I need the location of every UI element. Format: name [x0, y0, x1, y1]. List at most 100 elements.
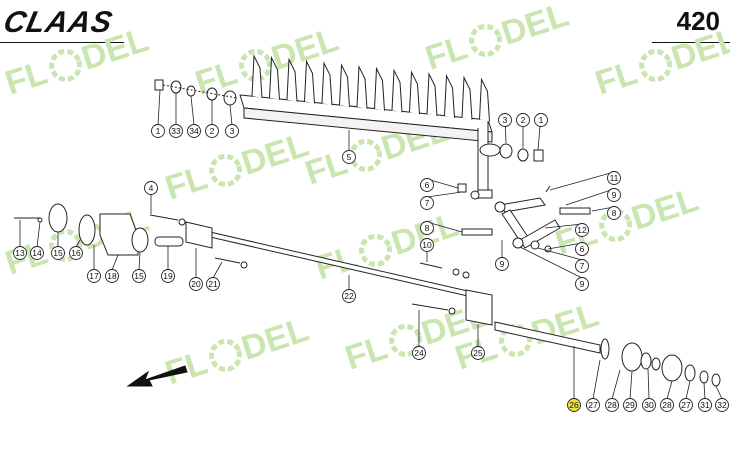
callout-number: 9 — [500, 259, 505, 269]
watermark-text-left: FL — [551, 214, 602, 263]
callout-number: 28 — [662, 400, 672, 410]
callout-leader — [666, 380, 673, 400]
callout-number: 15 — [53, 248, 63, 258]
tine — [461, 75, 473, 120]
callout-number: 29 — [625, 400, 635, 410]
callout-20: 20 — [189, 248, 203, 291]
callout-31: 31 — [698, 382, 712, 412]
watermark-text-right: DEL — [237, 126, 313, 183]
tine — [269, 55, 280, 100]
callout-number: 20 — [191, 279, 201, 289]
callout-3: 3 — [225, 104, 239, 138]
callout-leader — [544, 223, 583, 229]
callout-27: 27 — [679, 380, 693, 412]
callout-bubble — [534, 113, 548, 127]
callout-leader — [547, 242, 583, 250]
watermark-text-right: DEL — [237, 311, 313, 368]
callout-14: 14 — [30, 221, 44, 260]
callout-9: 9 — [565, 188, 621, 206]
callout-number: 6 — [425, 180, 430, 190]
callout-bubble — [51, 246, 65, 260]
callout-leader — [190, 95, 195, 126]
callout-2: 2 — [516, 113, 530, 148]
callout-17: 17 — [87, 245, 101, 283]
watermark-text-right: DEL — [627, 181, 703, 238]
callout-number: 33 — [171, 126, 181, 136]
callout-bubble — [412, 346, 426, 360]
callout-number: 32 — [717, 400, 727, 410]
callout-number: 34 — [189, 126, 199, 136]
callout-bubble — [13, 246, 27, 260]
callout-leader — [549, 171, 615, 191]
callout-9: 9 — [495, 240, 509, 271]
callout-number: 16 — [71, 248, 81, 258]
callout-leader — [703, 382, 706, 400]
callout-number: 9 — [580, 279, 585, 289]
callout-5: 5 — [342, 130, 356, 164]
callout-bubble — [605, 398, 619, 412]
watermark-text-left: FL — [1, 54, 52, 103]
callout-32: 32 — [715, 385, 729, 412]
callout-number: 27 — [681, 400, 691, 410]
callout-number: 31 — [700, 400, 710, 410]
callout-number: 4 — [149, 183, 154, 193]
callout-bubble — [698, 398, 712, 412]
callout-10: 10 — [420, 238, 434, 262]
tine — [426, 72, 438, 117]
callout-bubble — [420, 178, 434, 192]
callout-29: 29 — [623, 370, 637, 412]
callout-bubble — [342, 150, 356, 164]
callout-number: 19 — [163, 271, 173, 281]
callout-number: 1 — [156, 126, 161, 136]
watermark-gear-icon — [49, 228, 83, 262]
callout-bubble — [69, 246, 83, 260]
callout-1: 1 — [534, 113, 548, 151]
callout-number: 18 — [107, 271, 117, 281]
callout-18: 18 — [105, 254, 119, 283]
watermark-text-left: FL — [591, 54, 642, 103]
tine — [479, 77, 490, 122]
callout-27: 27 — [586, 359, 601, 412]
callout-number: 25 — [473, 348, 483, 358]
watermark-gear-icon — [49, 48, 83, 82]
callout-bubble — [607, 206, 621, 220]
callout-number: 7 — [580, 261, 585, 271]
watermark-text-left: FL — [341, 329, 392, 378]
tine — [374, 66, 385, 111]
callout-number: 7 — [425, 198, 430, 208]
callout-bubble — [144, 181, 158, 195]
callout-8: 8 — [591, 206, 621, 220]
callout-number: 2 — [210, 126, 215, 136]
callout-34: 34 — [187, 95, 201, 138]
callout-bubble — [642, 398, 656, 412]
callout-bubble — [660, 398, 674, 412]
callout-bubble — [575, 223, 589, 237]
watermark-gear-icon — [359, 233, 393, 267]
direction-arrow — [126, 365, 188, 387]
callout-number: 11 — [610, 173, 619, 183]
callout-number: 24 — [414, 348, 424, 358]
callout-leader — [715, 385, 723, 400]
header-rule-left — [0, 42, 124, 43]
callout-number: 2 — [521, 115, 526, 125]
callout-number: 10 — [422, 240, 432, 250]
callout-leader — [592, 359, 601, 400]
tine-bar — [239, 94, 501, 200]
callout-bubble — [151, 124, 165, 138]
watermark-text-left: FL — [1, 234, 52, 283]
callout-6: 6 — [420, 178, 459, 192]
callout-bubble — [225, 124, 239, 138]
callout-bubble — [607, 171, 621, 185]
tine — [321, 61, 333, 106]
callout-leader — [647, 368, 650, 400]
callout-number: 26 — [569, 400, 579, 410]
tine — [339, 63, 350, 108]
tine — [304, 59, 315, 104]
callout-bubble — [342, 289, 356, 303]
callout-1: 1 — [151, 89, 165, 138]
tines — [251, 54, 490, 122]
callout-bubble — [471, 346, 485, 360]
callout-number: 3 — [503, 115, 508, 125]
